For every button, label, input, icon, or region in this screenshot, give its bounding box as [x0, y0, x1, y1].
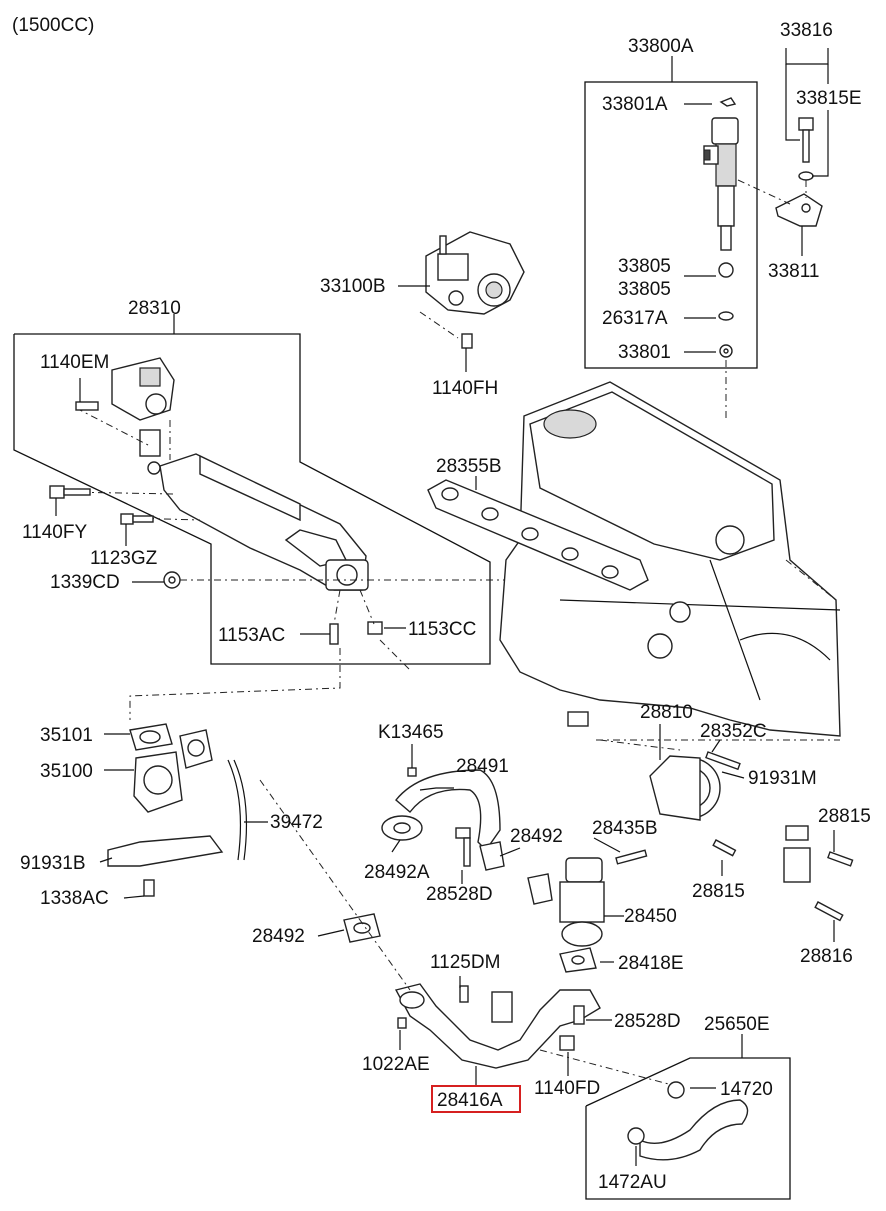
part-label[interactable]: 1140FY	[22, 522, 87, 543]
part-label[interactable]: 91931M	[748, 768, 817, 789]
engine-spec-label: (1500CC)	[12, 15, 94, 36]
part-label[interactable]: 91931B	[20, 853, 86, 874]
part-label[interactable]: 39472	[270, 812, 323, 833]
part-label[interactable]: 33815E	[796, 88, 862, 109]
highlighted-part-label[interactable]: 28416A	[437, 1090, 503, 1111]
part-label[interactable]: K13465	[378, 722, 444, 743]
injector-clamp-bolt	[737, 117, 823, 227]
part-label[interactable]: 28815	[818, 806, 871, 827]
part-label[interactable]: 14720	[720, 1079, 773, 1100]
egr-cooler-pipe	[259, 779, 677, 1087]
part-label[interactable]: 33816	[780, 20, 833, 41]
part-label[interactable]: 1153AC	[218, 625, 285, 646]
manifold-bolts	[49, 485, 383, 645]
highlight-box	[431, 1085, 521, 1113]
part-label[interactable]: 28528D	[614, 1011, 681, 1032]
vacuum-pump	[599, 739, 811, 883]
part-label[interactable]: 1125DM	[430, 952, 500, 973]
part-label[interactable]: 28492	[510, 826, 563, 847]
part-label[interactable]: 28528D	[426, 884, 493, 905]
egr-pipe	[381, 767, 505, 871]
engine-block	[499, 381, 841, 737]
part-label[interactable]: 1022AE	[362, 1054, 430, 1075]
part-label[interactable]: 35101	[40, 725, 93, 746]
exhaust-gasket	[427, 479, 649, 591]
actuator-motor	[75, 357, 175, 421]
throttle-body	[107, 723, 248, 897]
hose-kit-box	[585, 1057, 791, 1200]
intake-manifold-box	[13, 333, 491, 665]
part-label[interactable]: 1338AC	[40, 888, 109, 909]
part-label[interactable]: 28815	[692, 881, 745, 902]
part-label[interactable]: 28492A	[364, 862, 430, 883]
part-label[interactable]: 28492	[252, 926, 305, 947]
part-label[interactable]: 28450	[624, 906, 677, 927]
part-label[interactable]: 33811	[768, 261, 819, 282]
part-label[interactable]: 33805	[618, 256, 671, 277]
part-label[interactable]: 1140EM	[40, 352, 109, 373]
part-label[interactable]: 28491	[456, 756, 509, 777]
fuel-pump	[419, 231, 525, 349]
intake-manifold	[63, 407, 650, 591]
injector-kit-box	[584, 81, 758, 369]
part-label[interactable]: 28816	[800, 946, 853, 967]
part-label[interactable]: 33805	[618, 279, 671, 300]
injector	[703, 97, 739, 358]
part-label[interactable]: 35100	[40, 761, 93, 782]
vacuum-pump-bolts	[712, 839, 854, 922]
part-label[interactable]: 26317A	[602, 308, 668, 329]
water-hose	[627, 1081, 749, 1161]
part-label[interactable]: 33801A	[602, 94, 668, 115]
part-label[interactable]: 28418E	[618, 953, 684, 974]
part-labels: (1500CC) 33800A 33816 33801A 33815E 3380…	[12, 15, 871, 1193]
part-label[interactable]: 28352C	[700, 721, 767, 742]
part-label[interactable]: 1140FH	[432, 378, 498, 399]
part-label[interactable]: 33100B	[320, 276, 386, 297]
part-label[interactable]: 25650E	[704, 1014, 770, 1035]
part-label[interactable]: 1153CC	[408, 619, 476, 640]
part-label[interactable]: 28435B	[592, 818, 658, 839]
part-label[interactable]: 28310	[128, 298, 181, 319]
part-label[interactable]: 28355B	[436, 456, 502, 477]
part-label[interactable]: 1472AU	[598, 1172, 667, 1193]
routing-lines	[129, 360, 840, 741]
part-label[interactable]: 1123GZ	[90, 548, 158, 569]
egr-valve	[527, 849, 648, 973]
part-label[interactable]: 33801	[618, 342, 671, 363]
leader-lines	[55, 48, 835, 1166]
part-label[interactable]: 1339CD	[50, 572, 120, 593]
part-label[interactable]: 1140FD	[534, 1078, 600, 1099]
part-label[interactable]: 28810	[640, 702, 693, 723]
part-label[interactable]: 33800A	[628, 36, 694, 57]
